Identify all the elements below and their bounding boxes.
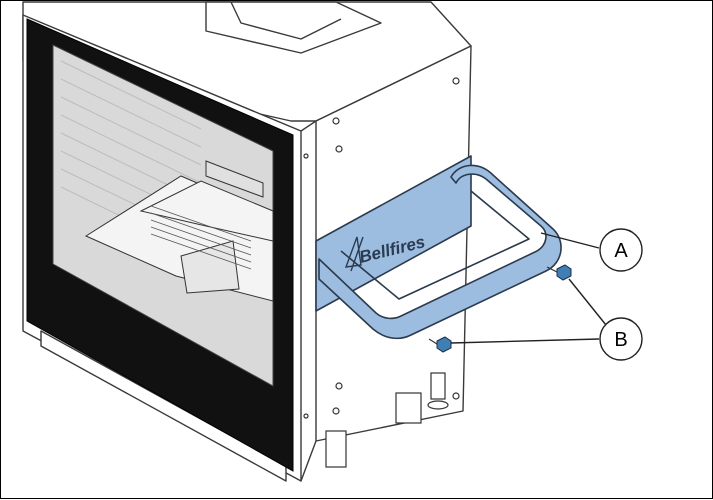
handle-bracket xyxy=(315,155,562,340)
flue-box xyxy=(205,1,382,54)
callout-b: B xyxy=(599,317,643,361)
callout-b-circle xyxy=(599,317,643,361)
leader-lines xyxy=(450,232,607,344)
callout-a: A xyxy=(599,228,643,272)
handle-loop xyxy=(318,164,562,340)
screw xyxy=(546,264,572,281)
handle-plate xyxy=(315,155,472,312)
callout-a-circle xyxy=(599,228,643,272)
screw xyxy=(428,336,452,353)
panel-holes xyxy=(303,77,460,419)
leveling-feet xyxy=(325,372,449,468)
burner-tray xyxy=(84,160,274,302)
callout-a-label: A xyxy=(614,240,628,262)
callout-b-label: B xyxy=(614,329,627,351)
